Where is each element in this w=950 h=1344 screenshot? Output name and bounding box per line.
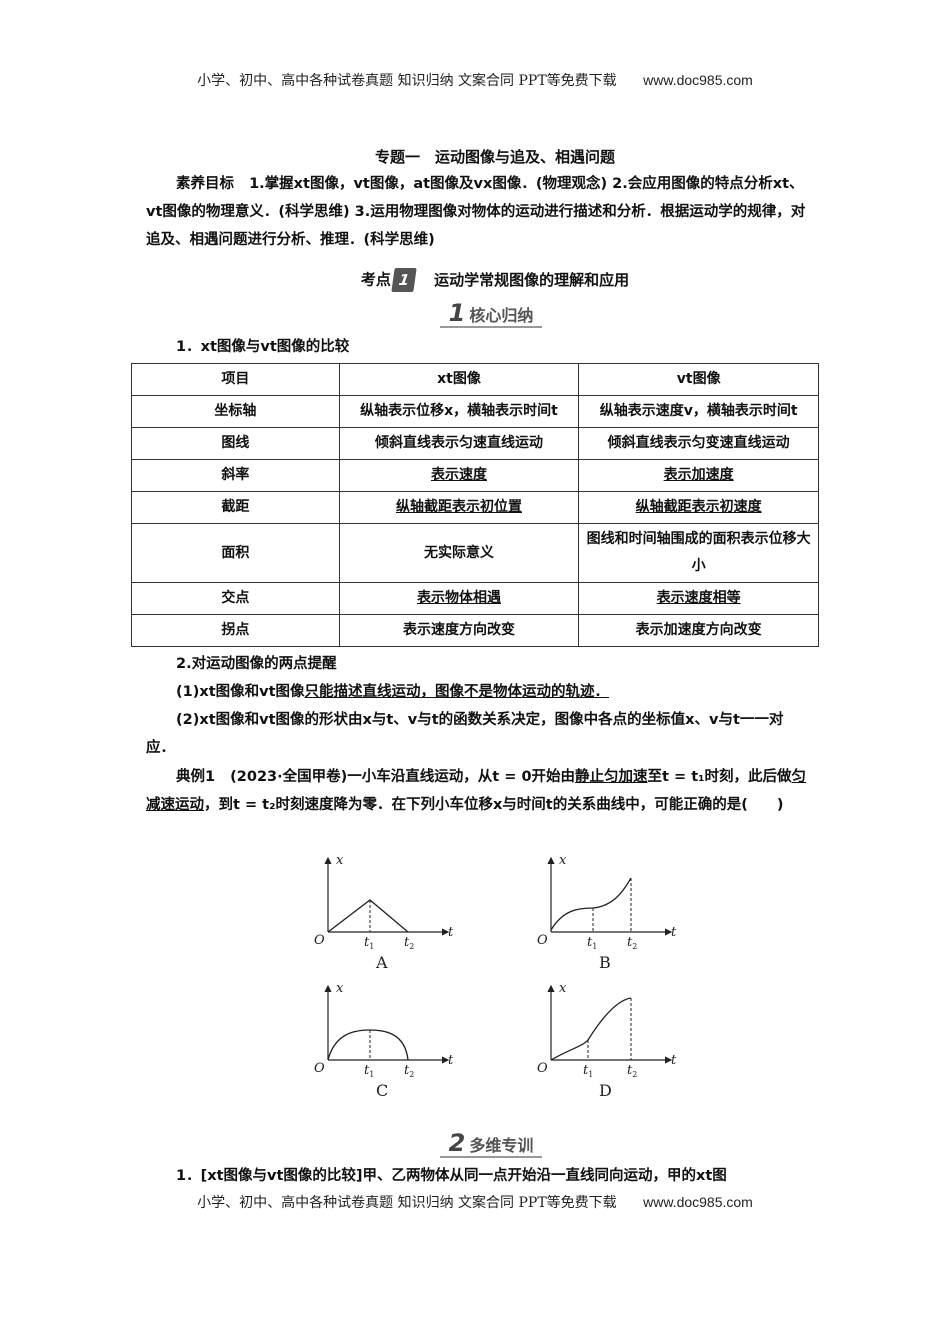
t2-label: t2	[404, 935, 414, 951]
origin-label: O	[314, 933, 325, 948]
table-row: 坐标轴 纵轴表示位移x，横轴表示时间t 纵轴表示速度v，横轴表示时间t	[131, 395, 819, 428]
table-row: 面积 无实际意义 图线和时间轴围成的面积表示位移大小	[131, 523, 819, 583]
axis-label-t: t	[671, 925, 677, 940]
table-cell: 坐标轴	[131, 395, 340, 428]
table-cell: 图线	[131, 427, 340, 460]
example-underline-1: 静止匀加速	[575, 769, 648, 785]
header-site[interactable]: www.doc985.com	[643, 72, 753, 88]
header-cell: vt图像	[578, 363, 819, 396]
goals-label: 素养目标	[176, 176, 234, 192]
origin-label: O	[537, 933, 548, 948]
footer-text: 小学、初中、高中各种试卷真题 知识归纳 文案合同 PPT等免费下载	[197, 1195, 617, 1211]
origin-label: O	[314, 1061, 325, 1076]
kaodian-prefix: 考点	[360, 270, 391, 289]
axis-label-x: x	[559, 981, 567, 996]
example-1: 典例1 (2023·全国甲卷)一小车沿直线运动，从t = 0开始由静止匀加速至t…	[146, 763, 810, 819]
doc-title: 专题一 运动图像与追及、相遇问题	[374, 148, 615, 166]
training-1: 1．[xt图像与vt图像的比较]甲、乙两物体从同一点开始沿一直线同向运动，甲的x…	[176, 1168, 727, 1184]
page-footer: 小学、初中、高中各种试卷真题 知识归纳 文案合同 PPT等免费下载 www.do…	[0, 1192, 950, 1212]
table-cell: 表示物体相遇	[338, 582, 580, 615]
table-row: 截距 纵轴截距表示初位置 纵轴截距表示初速度	[131, 491, 819, 524]
t2-label: t2	[404, 1063, 414, 1079]
table-cell: 拐点	[131, 614, 340, 647]
table-cell: 倾斜直线表示匀变速直线运动	[578, 427, 819, 460]
graph-b[interactable]: x t O t1 t2 B	[537, 853, 677, 972]
table-row: 图线 倾斜直线表示匀速直线运动 倾斜直线表示匀变速直线运动	[131, 427, 819, 460]
axis-label-x: x	[336, 853, 344, 868]
kaodian-title: 运动学常规图像的理解和应用	[434, 270, 630, 289]
table-row: 交点 表示物体相遇 表示速度相等	[131, 582, 819, 615]
table-row: 斜率 表示速度 表示加速度	[131, 459, 819, 492]
section-2-label: 多维专训	[469, 1136, 534, 1155]
axis-label-t: t	[448, 1053, 454, 1068]
example-text-1: 一小车沿直线运动，从t = 0开始由	[347, 769, 576, 785]
comparison-table: 项目 xt图像 vt图像 坐标轴 纵轴表示位移x，横轴表示时间t 纵轴表示速度v…	[131, 363, 819, 647]
t1-label: t1	[587, 935, 597, 951]
graph-a[interactable]: x t O t1 t2 A	[314, 853, 454, 972]
section-1-number: 1	[448, 299, 466, 327]
table-cell: 纵轴截距表示初位置	[338, 491, 580, 524]
t1-label: t1	[583, 1063, 593, 1079]
axis-label-t: t	[671, 1053, 677, 1068]
goals-paragraph: 素养目标 1.掌握xt图像，vt图像，at图像及vx图像．(物理观念) 2.会应…	[146, 170, 810, 254]
reminders-title: 2.对运动图像的两点提醒	[176, 656, 337, 672]
t1-label: t1	[364, 1063, 374, 1079]
table-cell: 表示加速度方向改变	[578, 614, 819, 647]
table-cell: 无实际意义	[338, 523, 580, 583]
table-cell: 表示加速度	[578, 459, 819, 492]
table-cell: 图线和时间轴围成的面积表示位移大小	[578, 523, 819, 583]
kaodian-badge: 1	[391, 268, 417, 292]
graph-label-a: A	[375, 953, 388, 972]
graph-label-d: D	[599, 1081, 612, 1100]
example-text-3: ，到t = t₂时刻速度降为零．在下列小车位移x与时间t的关系曲线中，可能正确的…	[204, 797, 784, 813]
answer-graphs: x t O t1 t2 A x t O t1 t2 B x	[314, 853, 677, 1100]
graph-label-b: B	[599, 953, 611, 972]
goals-text: 1.掌握xt图像，vt图像，at图像及vx图像．(物理观念) 2.会应用图像的特…	[146, 176, 806, 248]
t2-label: t2	[627, 1063, 637, 1079]
table-title: 1．xt图像与vt图像的比较	[176, 339, 350, 355]
header-cell: 项目	[131, 363, 340, 396]
example-underline-2: 匀减速运动	[146, 769, 807, 813]
page-header: 小学、初中、高中各种试卷真题 知识归纳 文案合同 PPT等免费下载 www.do…	[0, 70, 950, 90]
section-2-number: 2	[448, 1129, 466, 1157]
table-cell: 表示速度	[338, 459, 580, 492]
table-cell: 纵轴表示速度v，横轴表示时间t	[578, 395, 819, 428]
graph-c[interactable]: x t O t1 t2 C	[314, 981, 454, 1100]
header-cell: xt图像	[338, 363, 580, 396]
example-label: 典例1	[176, 769, 216, 785]
graph-label-c: C	[376, 1081, 388, 1100]
table-cell: 截距	[131, 491, 340, 524]
section-1-label: 核心归纳	[469, 306, 534, 325]
footer-site[interactable]: www.doc985.com	[643, 1194, 753, 1210]
axis-label-x: x	[559, 853, 567, 868]
axis-label-t: t	[448, 925, 454, 940]
table-cell: 交点	[131, 582, 340, 615]
table-header-row: 项目 xt图像 vt图像	[131, 363, 819, 396]
table-cell: 倾斜直线表示匀速直线运动	[338, 427, 580, 460]
table-cell: 面积	[131, 523, 340, 583]
table-cell: 纵轴表示位移x，横轴表示时间t	[338, 395, 580, 428]
axis-label-x: x	[336, 981, 344, 996]
table-cell: 斜率	[131, 459, 340, 492]
example-source: (2023·全国甲卷)	[230, 769, 348, 785]
table-cell: 表示速度方向改变	[338, 614, 580, 647]
origin-label: O	[537, 1061, 548, 1076]
t2-label: t2	[627, 935, 637, 951]
table-row: 拐点 表示速度方向改变 表示加速度方向改变	[131, 614, 819, 647]
reminder-1-a: (1)xt图像和vt图像	[176, 684, 305, 700]
example-text-2: 至t = t₁时刻，此后做	[647, 769, 792, 785]
graph-d[interactable]: x t O t1 t2 D	[537, 981, 677, 1100]
table-cell: 表示速度相等	[578, 582, 819, 615]
t1-label: t1	[364, 935, 374, 951]
reminder-1: (1)xt图像和vt图像只能描述直线运动，图像不是物体运动的轨迹．	[176, 678, 840, 706]
table-cell: 纵轴截距表示初速度	[578, 491, 819, 524]
header-text: 小学、初中、高中各种试卷真题 知识归纳 文案合同 PPT等免费下载	[197, 73, 617, 89]
reminder-1-b: 只能描述直线运动，图像不是物体运动的轨迹．	[304, 684, 610, 700]
reminder-2: (2)xt图像和vt图像的形状由x与t、v与t的函数关系决定，图像中各点的坐标值…	[146, 712, 784, 756]
